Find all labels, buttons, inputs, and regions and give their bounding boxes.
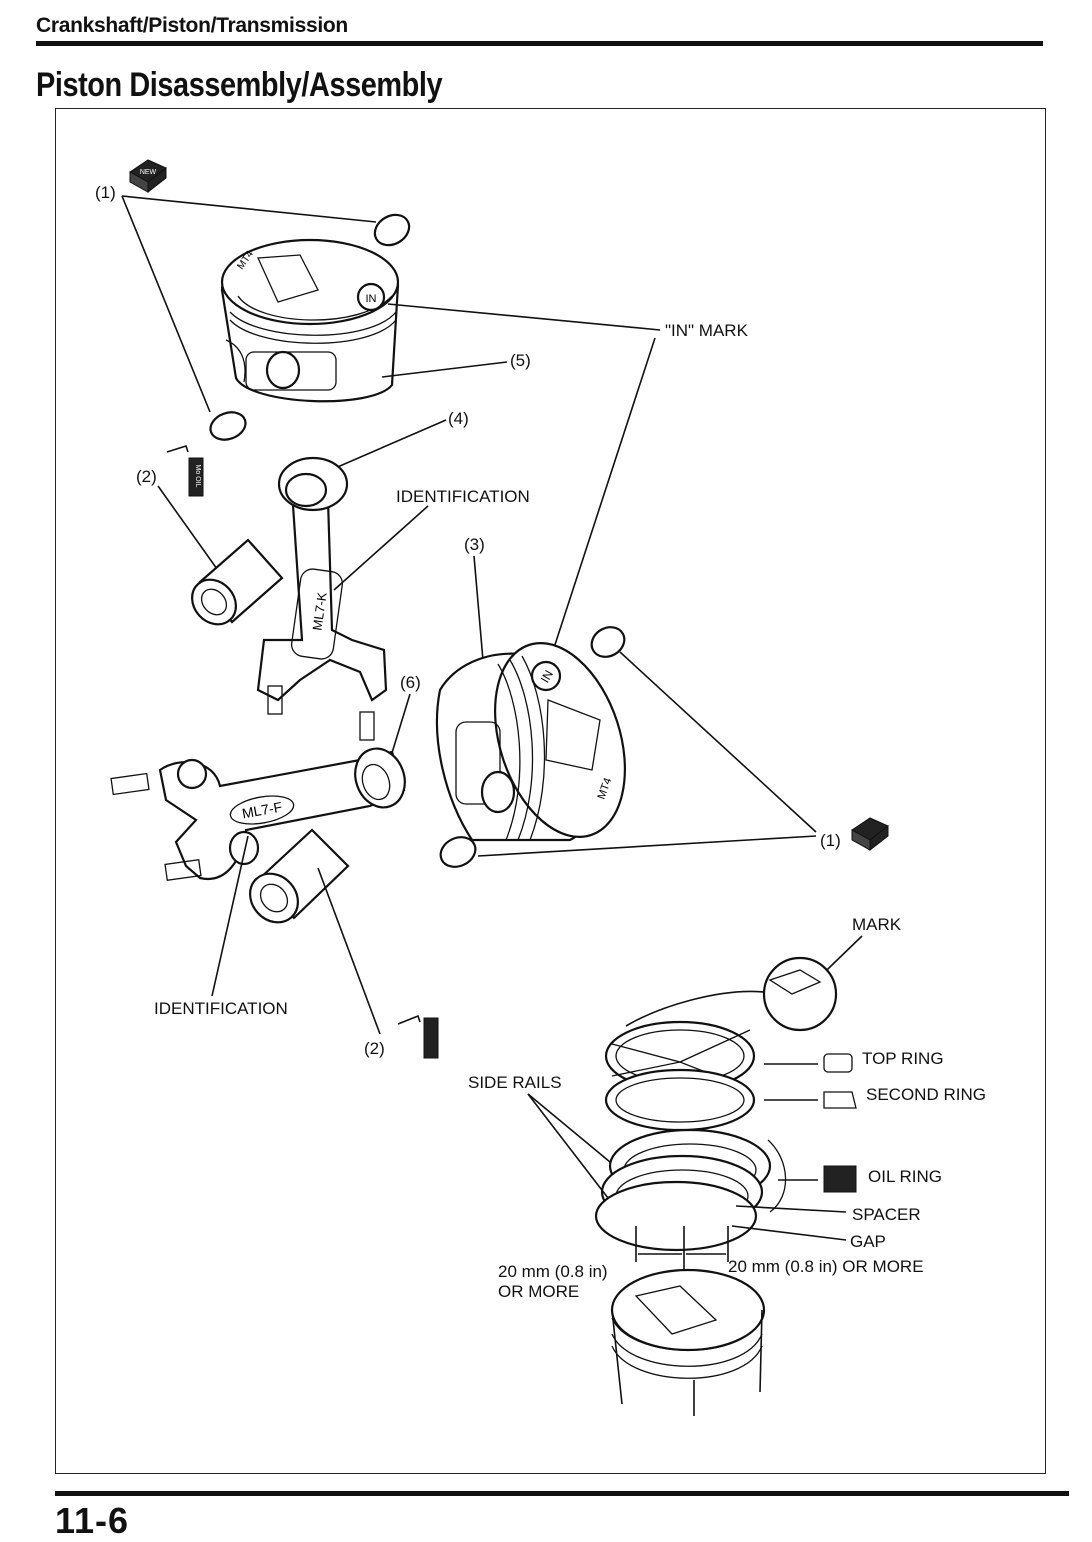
callout-5: (5) xyxy=(510,351,531,370)
identification-lower-label: IDENTIFICATION xyxy=(154,999,288,1018)
leader-in-mark-upper xyxy=(388,304,660,330)
side-rails-label: SIDE RAILS xyxy=(468,1073,562,1092)
piston-upper: IN MT4 xyxy=(222,240,398,401)
leader-gap xyxy=(732,1226,846,1240)
connecting-rod-lower: ML7-F xyxy=(111,742,413,881)
second-ring xyxy=(606,1070,754,1130)
mark-label: MARK xyxy=(852,915,902,934)
second-ring-profile-icon xyxy=(824,1092,856,1108)
top-ring-profile-icon xyxy=(824,1054,852,1072)
piston-pin-clip xyxy=(369,209,414,251)
leader-1-right-upper xyxy=(620,652,816,832)
callout-4: (4) xyxy=(448,409,469,428)
leader-2-lower xyxy=(318,868,380,1034)
piston-in-mark: IN xyxy=(366,293,377,305)
top-ring-label: TOP RING xyxy=(862,1049,944,1068)
dim-left-label-2: OR MORE xyxy=(498,1282,579,1301)
callout-1-right: (1) xyxy=(820,831,841,850)
second-ring-label: SECOND RING xyxy=(866,1085,986,1104)
piston-pin-upper xyxy=(183,540,282,633)
callout-1-top: (1) xyxy=(95,183,116,202)
page-number: 11-6 xyxy=(55,1500,129,1542)
identification-upper-label: IDENTIFICATION xyxy=(396,487,530,506)
ring-mark-detail xyxy=(764,958,836,1030)
leader-2-upper xyxy=(158,486,222,576)
callout-2-lower: (2) xyxy=(364,1039,385,1058)
new-part-icon xyxy=(852,818,888,850)
oil-ring-lower-rail xyxy=(596,1182,756,1250)
spacer-label: SPACER xyxy=(852,1205,921,1224)
connecting-rod-upper: ML7-K xyxy=(258,458,386,740)
moly-oil-icon: Mo OIL xyxy=(167,446,203,496)
oil-ring-profile-icon xyxy=(824,1166,856,1192)
leader-1-clip-upper xyxy=(122,196,376,222)
gap-label: GAP xyxy=(850,1232,886,1251)
leader-5 xyxy=(382,362,507,377)
leader-side-rails-upper xyxy=(528,1094,610,1162)
oil-ring-label: OIL RING xyxy=(868,1167,942,1186)
dim-left-label-1: 20 mm (0.8 in) xyxy=(498,1262,608,1281)
moly-oil-text: Mo OIL xyxy=(194,465,201,488)
callout-2-upper: (2) xyxy=(136,467,157,486)
leader-mark-detail xyxy=(626,991,764,1026)
leader-1-clip-lower xyxy=(122,196,210,412)
piston-bottom xyxy=(612,1270,764,1416)
leader-4 xyxy=(326,420,446,472)
callout-6: (6) xyxy=(400,673,421,692)
leader-identification-upper xyxy=(334,506,428,590)
callout-3: (3) xyxy=(464,535,485,554)
leader-in-mark-lower xyxy=(550,338,655,660)
new-part-icon: NEW xyxy=(130,160,166,192)
piston-pin-clip xyxy=(207,408,250,445)
moly-oil-icon xyxy=(398,1016,438,1058)
piston-lower-right: IN MT4 xyxy=(437,626,648,853)
leader-3 xyxy=(474,556,484,672)
new-badge-text: NEW xyxy=(140,169,157,176)
leader-side-rails-lower xyxy=(528,1094,608,1198)
footer-rule xyxy=(55,1491,1069,1496)
in-mark-label: "IN" MARK xyxy=(665,321,749,340)
oil-ring-bracket xyxy=(768,1140,786,1212)
dim-right-label: 20 mm (0.8 in) OR MORE xyxy=(728,1257,924,1276)
piston-pin-clip xyxy=(586,621,629,662)
